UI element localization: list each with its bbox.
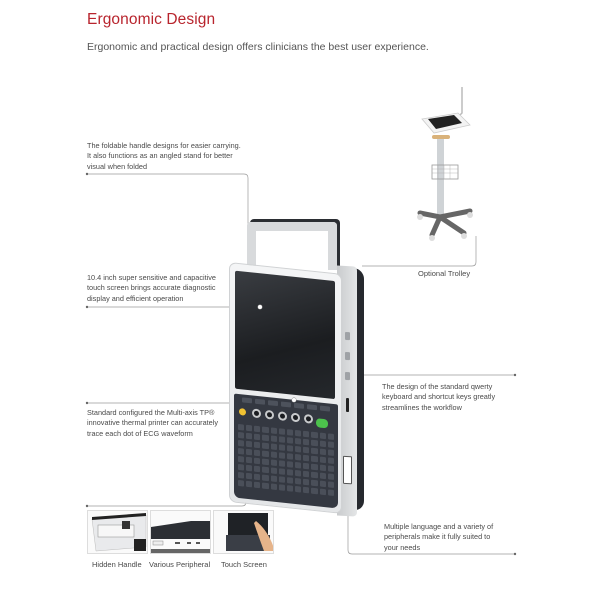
- thumbnail-label: Touch Screen: [221, 560, 267, 569]
- device-handle: [247, 222, 337, 270]
- callout-line: peripherals make it fully suited to: [384, 532, 491, 542]
- callout-line: The design of the standard qwerty: [382, 382, 493, 391]
- callout-peripherals: Multiple language and a variety of perip…: [384, 522, 493, 553]
- device-screen: [235, 270, 335, 400]
- sd-slot-icon: [346, 397, 349, 413]
- device-keyboard: [234, 393, 338, 509]
- callout-line: keyboard and shortcut keys greatly: [382, 392, 496, 402]
- trolley-label: Optional Trolley: [418, 269, 471, 278]
- thumbnail-hidden-handle: [87, 510, 148, 554]
- callout-line: The foldable handle designs for easier c…: [87, 141, 241, 150]
- page-title: Ergonomic Design: [87, 11, 216, 28]
- callout-line: 10.4 inch super sensitive and capacitive: [87, 273, 216, 282]
- callout-line: visual when folded: [87, 161, 148, 171]
- thumbnail-touch-screen: [213, 510, 274, 554]
- ecg-connector-icon: [343, 455, 352, 485]
- callout-line: Standard configured the Multi-axis TP®: [87, 408, 215, 417]
- callout-line: Multiple language and a variety of: [384, 522, 494, 531]
- callout-line: display and efficient operation: [87, 293, 184, 303]
- start-button-icon: [316, 418, 328, 429]
- control-knobs: [252, 408, 313, 424]
- thumbnail-label: Hidden Handle: [92, 560, 142, 569]
- callout-line: touch screen brings accurate diagnostic: [87, 283, 216, 293]
- callout-marker: [258, 305, 262, 309]
- callout-printer: Standard configured the Multi-axis TP® i…: [87, 408, 218, 439]
- callout-line: innovative thermal printer can accuratel…: [87, 418, 219, 428]
- usb-port-icon: [345, 331, 350, 341]
- thumbnail-various-peripheral: [150, 510, 211, 554]
- page-subtitle: Ergonomic and practical design offers cl…: [87, 41, 429, 53]
- callout-line: streamlines the workflow: [382, 402, 462, 412]
- callout-marker: [292, 398, 296, 402]
- callout-line: trace each dot of ECG waveform: [87, 428, 193, 438]
- usb-port-icon: [345, 351, 350, 361]
- qwerty-keys: [238, 423, 334, 497]
- usb-port-icon: [345, 371, 350, 381]
- callout-touchscreen: 10.4 inch super sensitive and capacitive…: [87, 273, 216, 304]
- callout-line: your needs: [384, 542, 421, 552]
- callout-handle: The foldable handle designs for easier c…: [87, 141, 241, 172]
- thumbnail-label: Various Peripheral: [149, 560, 211, 569]
- power-button-icon: [239, 408, 246, 416]
- callout-line: It also functions as an angled stand for…: [87, 151, 233, 161]
- device-front: [229, 262, 342, 514]
- callout-keyboard: The design of the standard qwerty keyboa…: [382, 382, 495, 413]
- trolley-image: [412, 85, 482, 245]
